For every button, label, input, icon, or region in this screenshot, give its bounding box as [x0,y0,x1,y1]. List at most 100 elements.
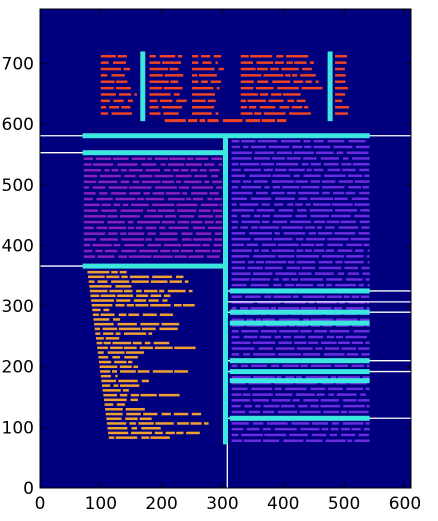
left-column-text-mark [218,163,223,166]
top-block-text-mark [113,99,124,103]
right-column-text-mark [282,186,300,189]
right-column-text-mark [231,364,238,368]
x-tick-label: 300 [206,494,238,514]
right-column-text-mark [360,393,366,396]
right-column-text-mark [312,433,327,437]
top-block-text-mark [192,80,199,83]
right-column-text-mark [330,376,337,379]
left-column-text-mark [152,192,165,195]
left-column-text-mark [147,157,152,160]
top-block-text-mark [192,86,214,90]
right-column-text-mark [279,330,299,333]
lower-left-text-mark [111,270,118,274]
right-column-text-mark [317,307,332,310]
left-column-text-mark [120,215,140,218]
top-block-text-mark [200,80,208,83]
left-column-text-mark [117,163,138,166]
lower-left-text-mark [165,431,175,435]
right-column-text-mark [254,157,271,160]
lower-left-text-mark [106,422,127,425]
right-column-text-mark [251,387,273,391]
lower-left-text-mark [121,275,128,279]
top-block-text-mark [163,86,183,90]
lower-left-text-mark [89,289,108,293]
lower-left-text-mark [122,389,129,392]
lower-left-text-mark [96,337,104,340]
right-column-text-mark [367,249,370,252]
right-column-text-mark [298,197,308,200]
right-column-text-mark [295,283,314,287]
top-block-text-mark [192,99,206,103]
left-column-text-mark [83,163,92,166]
left-column-text-mark [95,249,103,253]
top-block-text-mark [192,55,199,58]
lower-left-text-mark [138,422,154,425]
right-column-text-mark [326,335,335,339]
right-column-text-mark [231,249,252,252]
right-column-text-mark [284,283,295,287]
right-column-text-mark [321,427,329,431]
right-column-text-mark [259,335,272,339]
right-column-text-mark [325,439,346,442]
right-column-text-mark [316,151,334,154]
cyan-separator-bar [229,415,370,421]
left-column-text-mark [143,192,150,195]
top-block-text-mark [276,55,284,58]
top-block-text-mark [277,86,299,90]
right-column-text-mark [315,243,324,247]
right-column-text-mark [321,255,344,258]
top-block-text-mark [149,93,171,96]
right-column-text-mark [333,307,343,310]
right-column-text-mark [270,307,276,310]
right-column-text-mark [334,232,356,235]
right-column-text-mark [241,139,256,143]
right-column-text-mark [360,209,370,212]
left-column-text-mark [199,169,207,172]
right-column-text-mark [317,283,324,287]
right-column-text-mark [300,427,320,431]
right-column-text-mark [355,145,370,149]
right-column-text-mark [351,427,361,431]
right-column-text-mark [278,353,301,356]
left-column-text-mark [195,232,212,235]
right-column-text-mark [271,249,295,252]
left-column-text-mark [121,249,137,253]
left-column-text-mark [165,192,181,195]
right-column-text-mark [301,266,316,270]
right-column-text-mark [231,186,239,189]
top-block-text-mark [287,99,295,103]
left-column-text-mark [192,197,204,201]
lower-left-text-mark [126,412,141,416]
left-column-text-mark [128,169,143,172]
left-column-text-mark [181,232,193,235]
right-column-text-mark [322,186,345,189]
right-column-text-mark [231,209,255,212]
left-column-text-mark [128,255,152,258]
left-column-text-mark [108,186,128,189]
right-column-text-mark [291,422,310,425]
right-column-text-mark [321,180,336,183]
lower-left-text-mark [103,308,110,312]
cyan-separator-bar [229,378,370,384]
top-block-text-mark [301,86,323,90]
right-column-text-mark [262,243,276,247]
top-block-text-mark [335,86,348,90]
right-column-text-mark [239,203,259,206]
right-column-text-mark [313,249,325,252]
left-column-text-mark [180,249,193,253]
right-column-text-mark [351,364,365,368]
right-column-text-mark [260,163,274,166]
lower-left-text-mark [153,341,170,345]
right-column-text-mark [278,307,300,310]
lower-left-text-mark [158,393,180,397]
right-column-text-mark [246,318,254,321]
right-column-text-mark [366,255,370,258]
top-block-text-mark [268,99,284,103]
right-column-text-mark [334,197,348,200]
right-column-text-mark [354,180,370,183]
lower-left-text-mark [91,299,114,302]
lower-left-text-mark [97,280,108,283]
right-column-text-mark [314,330,328,333]
lower-left-text-mark [155,422,174,425]
left-column-text-mark [83,186,89,189]
